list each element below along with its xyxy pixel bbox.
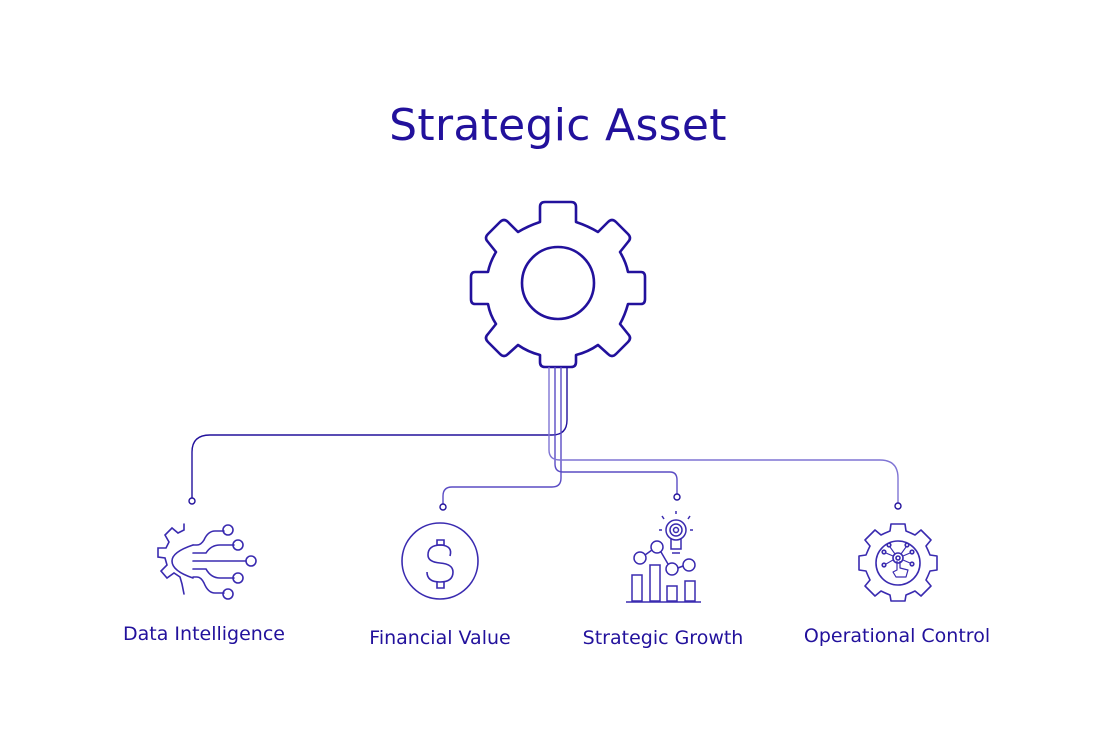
- node-label-operational-control: Operational Control: [803, 625, 991, 647]
- lightbulb-bar-chart-icon: [626, 511, 701, 603]
- gear-circuit-icon: [157, 523, 257, 600]
- central-gear-icon: [469, 200, 647, 369]
- node-label-data-intelligence: Data Intelligence: [123, 623, 285, 645]
- node-label-strategic-growth: Strategic Growth: [582, 627, 744, 649]
- dollar-coin-icon: [401, 522, 479, 600]
- gear-touch-network-icon: [858, 523, 938, 602]
- diagram-title: Strategic Asset: [389, 100, 727, 151]
- node-label-financial-value: Financial Value: [369, 627, 511, 649]
- connector-lines: [188, 367, 902, 511]
